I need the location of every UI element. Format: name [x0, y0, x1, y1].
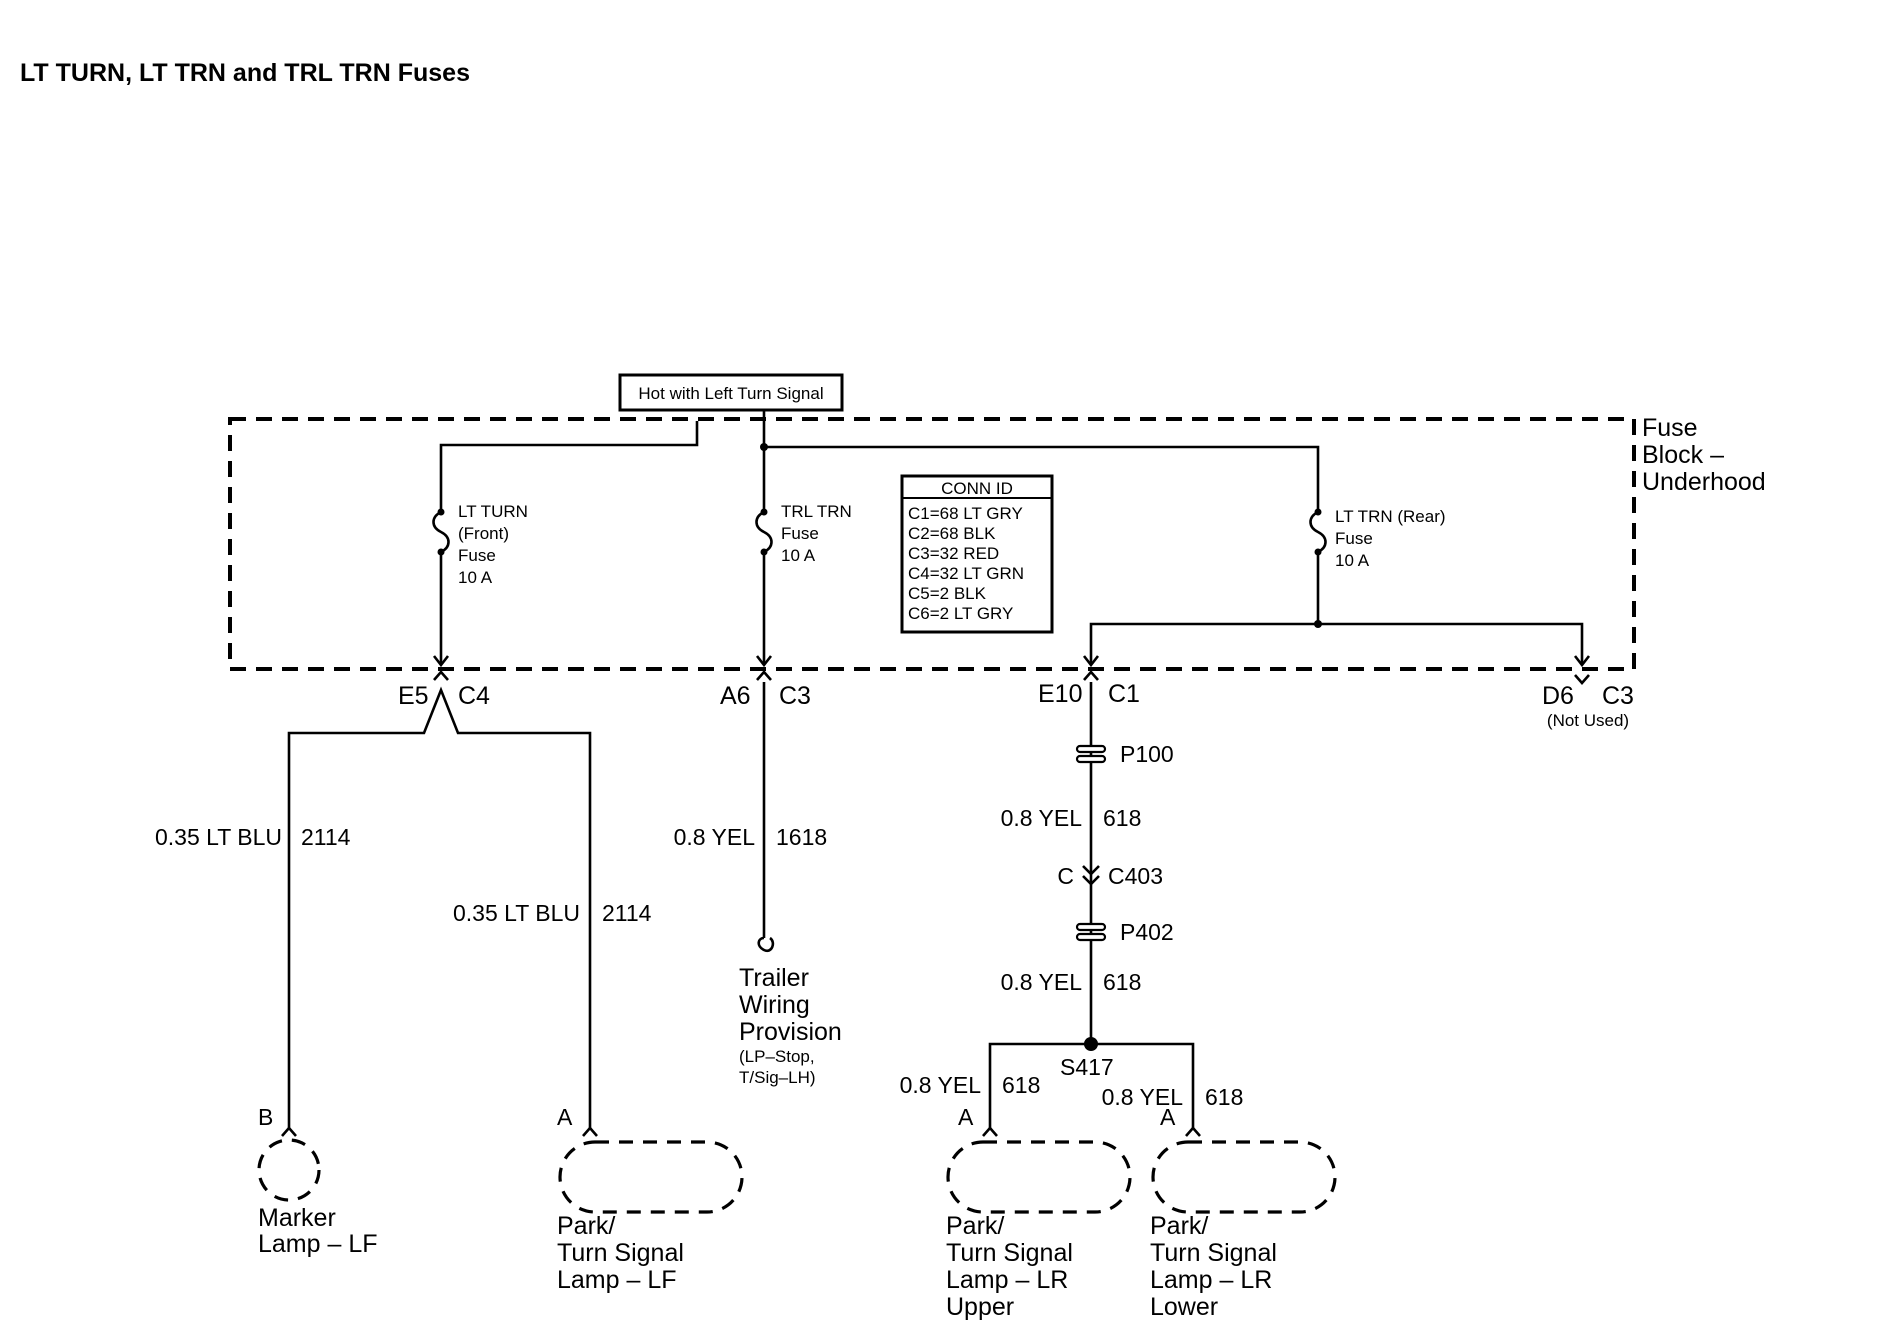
svg-text:C4: C4: [458, 682, 490, 710]
conn-id-row: C3=32 RED: [908, 544, 999, 563]
svg-text:0.8 YEL: 0.8 YEL: [900, 1072, 982, 1098]
svg-text:Fuse: Fuse: [1642, 414, 1698, 442]
svg-text:Provision: Provision: [739, 1018, 842, 1046]
svg-text:0.8 YEL: 0.8 YEL: [674, 824, 756, 850]
lt-turn-fuse: LT TURN (Front) Fuse 10 A: [432, 502, 528, 668]
svg-text:2114: 2114: [602, 900, 652, 926]
svg-text:Trailer: Trailer: [739, 964, 809, 992]
svg-text:A: A: [1160, 1104, 1176, 1130]
svg-text:Block –: Block –: [1642, 441, 1724, 469]
svg-text:Lamp – LF: Lamp – LF: [258, 1230, 378, 1258]
svg-text:C1: C1: [1108, 680, 1140, 708]
svg-text:C3: C3: [779, 682, 811, 710]
svg-text:Fuse: Fuse: [781, 524, 819, 543]
diagram-title: LT TURN, LT TRN and TRL TRN Fuses: [20, 59, 470, 87]
wire-labels-upper-lower: 0.8 YEL 618 0.8 YEL 618: [900, 1072, 1244, 1110]
svg-text:618: 618: [1205, 1084, 1243, 1110]
svg-text:Marker: Marker: [258, 1204, 336, 1232]
conn-id-row: C1=68 LT GRY: [908, 504, 1023, 523]
svg-text:Underhood: Underhood: [1642, 468, 1766, 496]
svg-text:618: 618: [1103, 969, 1141, 995]
svg-text:10 A: 10 A: [1335, 551, 1370, 570]
lt-trn-rear-fuse: LT TRN (Rear) Fuse 10 A: [1082, 507, 1591, 668]
terminal-e5-c4: E5 C4: [287, 670, 592, 1130]
trailer-wiring-provision: Trailer Wiring Provision (LP–Stop, T/Sig…: [739, 964, 842, 1087]
fuse-block-label: Fuse Block – Underhood: [1642, 414, 1766, 496]
svg-text:(Front): (Front): [458, 524, 509, 543]
conn-id-row: C4=32 LT GRN: [908, 564, 1024, 583]
svg-text:Lamp – LF: Lamp – LF: [557, 1266, 677, 1294]
svg-text:A6: A6: [720, 682, 751, 710]
hot-label: Hot with Left Turn Signal: [638, 384, 823, 403]
svg-text:B: B: [258, 1104, 273, 1130]
svg-text:S417: S417: [1060, 1054, 1114, 1080]
svg-text:LT TURN: LT TURN: [458, 502, 528, 521]
park-turn-lamp-lf: A Park/ Turn Signal Lamp – LF: [557, 1104, 744, 1294]
fuse-block-bus: [439, 410, 1320, 512]
connector-p402: P402: [1075, 919, 1174, 945]
terminal-a6-c3: A6 C3: [720, 670, 811, 953]
marker-lamp-lf: B Marker Lamp – LF: [257, 1104, 378, 1258]
svg-text:618: 618: [1002, 1072, 1040, 1098]
svg-text:T/Sig–LH): T/Sig–LH): [739, 1068, 816, 1087]
svg-text:Turn Signal: Turn Signal: [946, 1239, 1073, 1267]
svg-text:A: A: [557, 1104, 573, 1130]
svg-text:Turn Signal: Turn Signal: [1150, 1239, 1277, 1267]
conn-id-title: CONN ID: [941, 479, 1013, 498]
wire-labels-trailer: 0.8 YEL 1618: [674, 824, 828, 850]
svg-text:Lamp – LR: Lamp – LR: [946, 1266, 1068, 1294]
park-turn-lamp-lr-lower: A Park/ Turn Signal Lamp – LR Lower: [1150, 1104, 1337, 1321]
hot-label-box: Hot with Left Turn Signal: [618, 373, 844, 412]
svg-text:0.8 YEL: 0.8 YEL: [1001, 805, 1083, 831]
terminal-d6-c3: D6 C3 (Not Used): [1542, 674, 1634, 730]
svg-text:A: A: [958, 1104, 974, 1130]
svg-text:0.8 YEL: 0.8 YEL: [1102, 1084, 1184, 1110]
svg-text:1618: 1618: [776, 824, 827, 850]
svg-text:C: C: [1057, 863, 1074, 889]
svg-text:Wiring: Wiring: [739, 991, 810, 1019]
svg-text:10 A: 10 A: [458, 568, 493, 587]
svg-text:E10: E10: [1038, 680, 1082, 708]
conn-id-row: C6=2 LT GRY: [908, 604, 1013, 623]
svg-text:10 A: 10 A: [781, 546, 816, 565]
svg-text:Park/: Park/: [1150, 1212, 1208, 1240]
svg-text:TRL TRN: TRL TRN: [781, 502, 852, 521]
svg-text:D6: D6: [1542, 682, 1574, 710]
svg-text:Park/: Park/: [557, 1212, 615, 1240]
connector-p100: P100: [1075, 741, 1174, 767]
svg-text:2114: 2114: [301, 824, 351, 850]
svg-text:P402: P402: [1120, 919, 1174, 945]
fuse-block-outline: [228, 417, 1636, 671]
svg-text:Lamp – LR: Lamp – LR: [1150, 1266, 1272, 1294]
svg-text:LT TRN (Rear): LT TRN (Rear): [1335, 507, 1446, 526]
svg-text:0.35 LT BLU: 0.35 LT BLU: [155, 824, 282, 850]
wire-labels-rear-1: 0.8 YEL 618: [1001, 805, 1142, 831]
svg-text:P100: P100: [1120, 741, 1174, 767]
park-turn-lamp-lr-upper: A Park/ Turn Signal Lamp – LR Upper: [946, 1104, 1132, 1321]
svg-text:C403: C403: [1108, 863, 1163, 889]
conn-id-row: C5=2 BLK: [908, 584, 987, 603]
svg-text:0.8 YEL: 0.8 YEL: [1001, 969, 1083, 995]
conn-id-row: C2=68 BLK: [908, 524, 996, 543]
svg-text:Turn Signal: Turn Signal: [557, 1239, 684, 1267]
svg-text:Upper: Upper: [946, 1293, 1014, 1321]
svg-text:(LP–Stop,: (LP–Stop,: [739, 1047, 815, 1066]
svg-text:0.35 LT BLU: 0.35 LT BLU: [453, 900, 580, 926]
svg-text:Park/: Park/: [946, 1212, 1004, 1240]
svg-text:E5: E5: [398, 682, 429, 710]
splice-s417: S417: [988, 1037, 1195, 1130]
wire-labels-lf: 0.35 LT BLU 2114 0.35 LT BLU 2114: [155, 824, 652, 926]
svg-text:Fuse: Fuse: [1335, 529, 1373, 548]
trl-trn-fuse: TRL TRN Fuse 10 A: [755, 443, 852, 668]
terminal-e10-c1: E10 C1: [1038, 670, 1140, 1044]
svg-text:C3: C3: [1602, 682, 1634, 710]
svg-text:(Not Used): (Not Used): [1547, 711, 1629, 730]
svg-text:618: 618: [1103, 805, 1141, 831]
connector-c403: C C403: [1057, 863, 1163, 889]
conn-id-box: CONN ID C1=68 LT GRY C2=68 BLK C3=32 RED…: [900, 474, 1054, 634]
svg-text:Lower: Lower: [1150, 1293, 1218, 1321]
wire-labels-rear-2: 0.8 YEL 618: [1001, 969, 1142, 995]
svg-text:Fuse: Fuse: [458, 546, 496, 565]
